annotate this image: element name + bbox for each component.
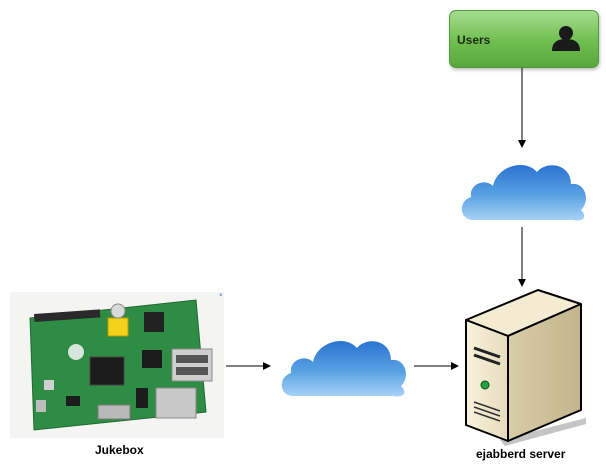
user-silhouette-icon	[552, 26, 580, 51]
users-label: Users	[457, 33, 491, 47]
svg-text:×: ×	[219, 293, 223, 299]
cloud-icon	[461, 164, 586, 221]
raspberry-pi-board-photo: ×	[10, 292, 224, 438]
jukebox-label: Jukebox	[95, 443, 144, 457]
server-tower-icon	[465, 289, 586, 446]
cloud-icon	[281, 340, 406, 397]
server-label: ejabberd server	[476, 447, 566, 461]
users-node: Users	[449, 10, 599, 68]
